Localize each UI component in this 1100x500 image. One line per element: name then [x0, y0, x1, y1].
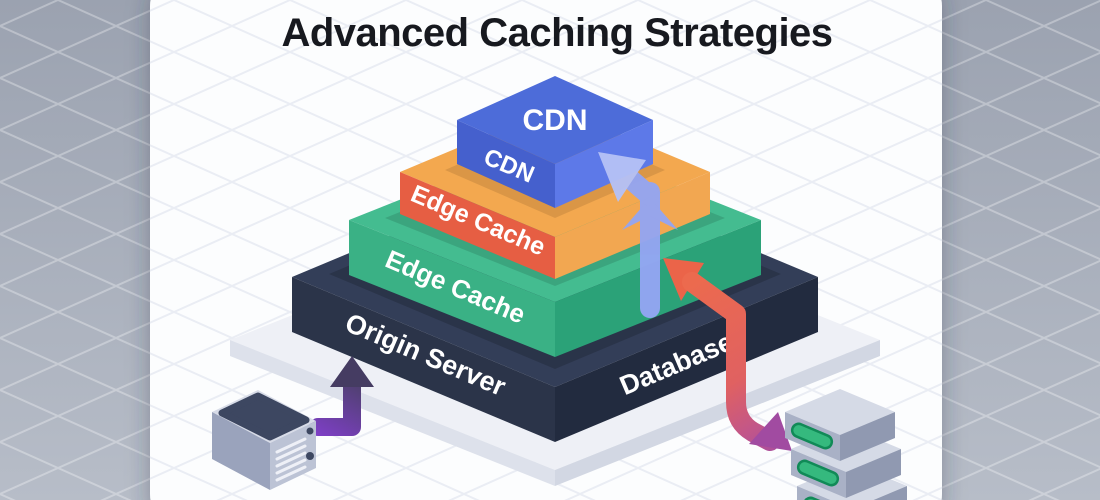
page-title: Advanced Caching Strategies	[281, 11, 832, 55]
server-led	[306, 427, 314, 435]
db-slab	[785, 389, 895, 461]
arrow-chevron	[622, 198, 678, 230]
upstream-arrow	[598, 152, 678, 318]
client-arrow	[309, 356, 374, 436]
arrow-head-down	[749, 412, 792, 451]
server-vents	[275, 437, 307, 482]
origin-server-icon	[212, 390, 316, 490]
cdn-top-label: CDN	[523, 104, 588, 137]
database-arrow	[663, 258, 792, 451]
database-icon	[785, 389, 907, 500]
server-led	[306, 452, 314, 460]
server-top-inset	[218, 392, 310, 441]
arrow-head	[330, 356, 374, 387]
card: Origin Server Database Edge Cache Edge C…	[150, 0, 942, 500]
arrow-head	[598, 152, 646, 202]
